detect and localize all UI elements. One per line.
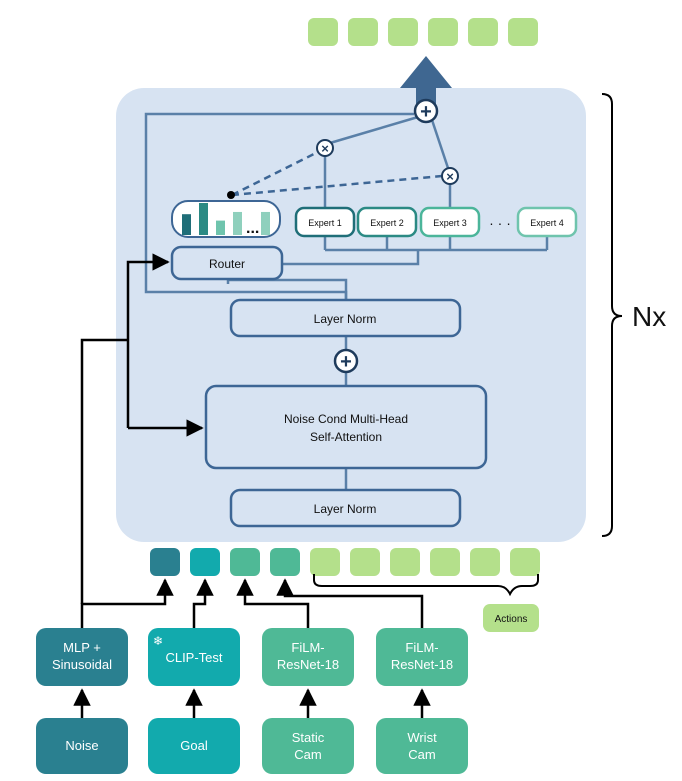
router-box: Router <box>170 245 284 281</box>
router-bar <box>216 220 225 235</box>
action-token <box>470 548 500 576</box>
noise-input: Noise <box>36 718 128 774</box>
actions-brace <box>313 574 539 597</box>
svg-text:+: + <box>340 351 352 373</box>
input-tokens <box>150 548 540 576</box>
layer-norm-bottom: Layer Norm <box>229 488 462 528</box>
expert-2: Expert 2 <box>356 206 418 238</box>
static-cam-input: Static Cam <box>262 718 354 774</box>
output-token <box>468 18 498 46</box>
gate-multiply-1: × <box>316 139 334 157</box>
svg-text:Layer Norm: Layer Norm <box>314 502 377 516</box>
noise-token <box>150 548 180 576</box>
output-token <box>348 18 378 46</box>
wrist-cam-token <box>270 548 300 576</box>
svg-text:Router: Router <box>209 257 245 271</box>
film-resnet-encoder-static: FiLM- ResNet-18 <box>262 628 354 686</box>
svg-text:Noise Cond Multi-Head: Noise Cond Multi-Head <box>284 412 408 426</box>
svg-text:FiLM-: FiLM- <box>405 640 438 655</box>
svg-text:Expert 2: Expert 2 <box>370 218 404 228</box>
block-connections <box>144 100 549 490</box>
svg-text:×: × <box>321 141 329 156</box>
router-bar <box>182 214 191 235</box>
nx-label: Nx <box>632 301 666 332</box>
action-token <box>510 548 540 576</box>
output-token <box>428 18 458 46</box>
svg-text:+: + <box>420 101 432 123</box>
layer-norm-top: Layer Norm <box>229 298 462 338</box>
encoder-connections <box>73 253 431 718</box>
frozen-snowflake-icon: ❄ <box>153 634 163 648</box>
self-attention-block: Noise Cond Multi-Head Self-Attention <box>204 384 488 470</box>
svg-text:Cam: Cam <box>294 747 321 762</box>
output-token <box>388 18 418 46</box>
output-token <box>308 18 338 46</box>
svg-text:Cam: Cam <box>408 747 435 762</box>
svg-text:Expert 3: Expert 3 <box>433 218 467 228</box>
svg-text:Self-Attention: Self-Attention <box>310 430 382 444</box>
svg-text:...: ... <box>246 220 259 237</box>
svg-text:Static: Static <box>292 730 325 745</box>
svg-text:MLP +: MLP + <box>63 640 101 655</box>
mlp-sinusoidal-encoder: MLP + Sinusoidal <box>36 628 128 686</box>
svg-text:Expert 1: Expert 1 <box>308 218 342 228</box>
output-token <box>508 18 538 46</box>
goal-input: Goal <box>148 718 240 774</box>
top-adder: + <box>413 98 439 124</box>
svg-text:Goal: Goal <box>180 738 208 753</box>
nx-brace <box>601 93 623 537</box>
actions-label: Actions <box>483 604 539 632</box>
router-bar <box>199 203 208 235</box>
router-distribution: ... <box>171 200 281 238</box>
svg-text:×: × <box>446 169 454 184</box>
action-token <box>350 548 380 576</box>
svg-text:Wrist: Wrist <box>407 730 437 745</box>
gate-multiply-2: × <box>441 167 459 185</box>
svg-text:ResNet-18: ResNet-18 <box>391 657 453 672</box>
goal-token <box>190 548 220 576</box>
wrist-cam-input: Wrist Cam <box>376 718 468 774</box>
expert-4: Expert 4 <box>516 206 578 238</box>
static-cam-token <box>230 548 260 576</box>
svg-text:Sinusoidal: Sinusoidal <box>52 657 112 672</box>
middle-adder: + <box>333 348 359 374</box>
action-token <box>430 548 460 576</box>
svg-text:Noise: Noise <box>65 738 98 753</box>
svg-text:CLIP-Test: CLIP-Test <box>165 650 222 665</box>
routing-dot <box>227 191 235 199</box>
action-token <box>390 548 420 576</box>
svg-text:FiLM-: FiLM- <box>291 640 324 655</box>
expert-1: Expert 1 <box>294 206 356 238</box>
action-token <box>310 548 340 576</box>
svg-text:Expert 4: Expert 4 <box>530 218 564 228</box>
clip-encoder: ❄ CLIP-Test <box>148 628 240 686</box>
router-bar <box>233 211 242 235</box>
router-bar <box>261 211 270 235</box>
svg-text:Actions: Actions <box>495 614 528 625</box>
routing-weights <box>231 150 443 197</box>
experts-ellipsis: · · · <box>489 215 511 231</box>
output-tokens <box>308 18 538 46</box>
film-resnet-encoder-wrist: FiLM- ResNet-18 <box>376 628 468 686</box>
svg-text:ResNet-18: ResNet-18 <box>277 657 339 672</box>
svg-text:Layer Norm: Layer Norm <box>314 312 377 326</box>
expert-3: Expert 3 <box>419 206 481 238</box>
